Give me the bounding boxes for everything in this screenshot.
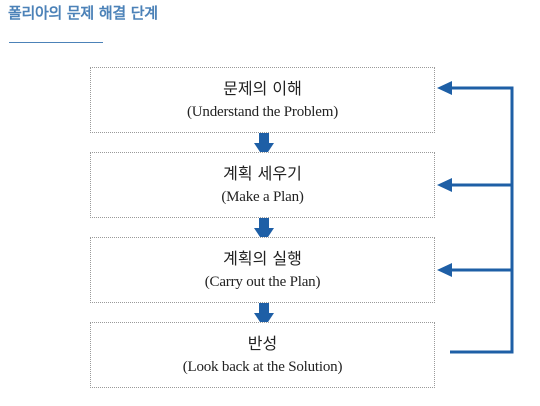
step-title-ko: 계획 세우기 — [223, 164, 302, 183]
feedback-arrowhead-step-3 — [437, 263, 452, 277]
step-box-look-back: 반성 (Look back at the Solution) — [90, 322, 435, 388]
feedback-arrowhead-step-2 — [437, 178, 452, 192]
step-title-en: (Look back at the Solution) — [182, 359, 343, 375]
step-box-understand: 문제의 이해 (Understand the Problem) — [90, 67, 435, 133]
step-title-en: (Carry out the Plan) — [204, 274, 321, 290]
section-title: 폴리아의 문제 해결 단계 — [8, 4, 158, 22]
step-box-execute: 계획의 실행 (Carry out the Plan) — [90, 237, 435, 303]
down-arrow-1 — [254, 132, 274, 158]
step-box-plan: 계획 세우기 (Make a Plan) — [90, 152, 435, 218]
step-title-ko: 문제의 이해 — [223, 79, 302, 98]
feedback-loop-line — [450, 86, 514, 354]
step-title-ko: 계획의 실행 — [223, 249, 302, 268]
feedback-arrowhead-step-1 — [437, 81, 452, 95]
down-arrow-2 — [254, 217, 274, 243]
title-underline — [9, 42, 103, 43]
step-title-ko: 반성 — [247, 334, 278, 353]
step-title-en: (Understand the Problem) — [187, 104, 338, 120]
down-arrow-3 — [254, 302, 274, 328]
step-title-en: (Make a Plan) — [221, 189, 304, 205]
